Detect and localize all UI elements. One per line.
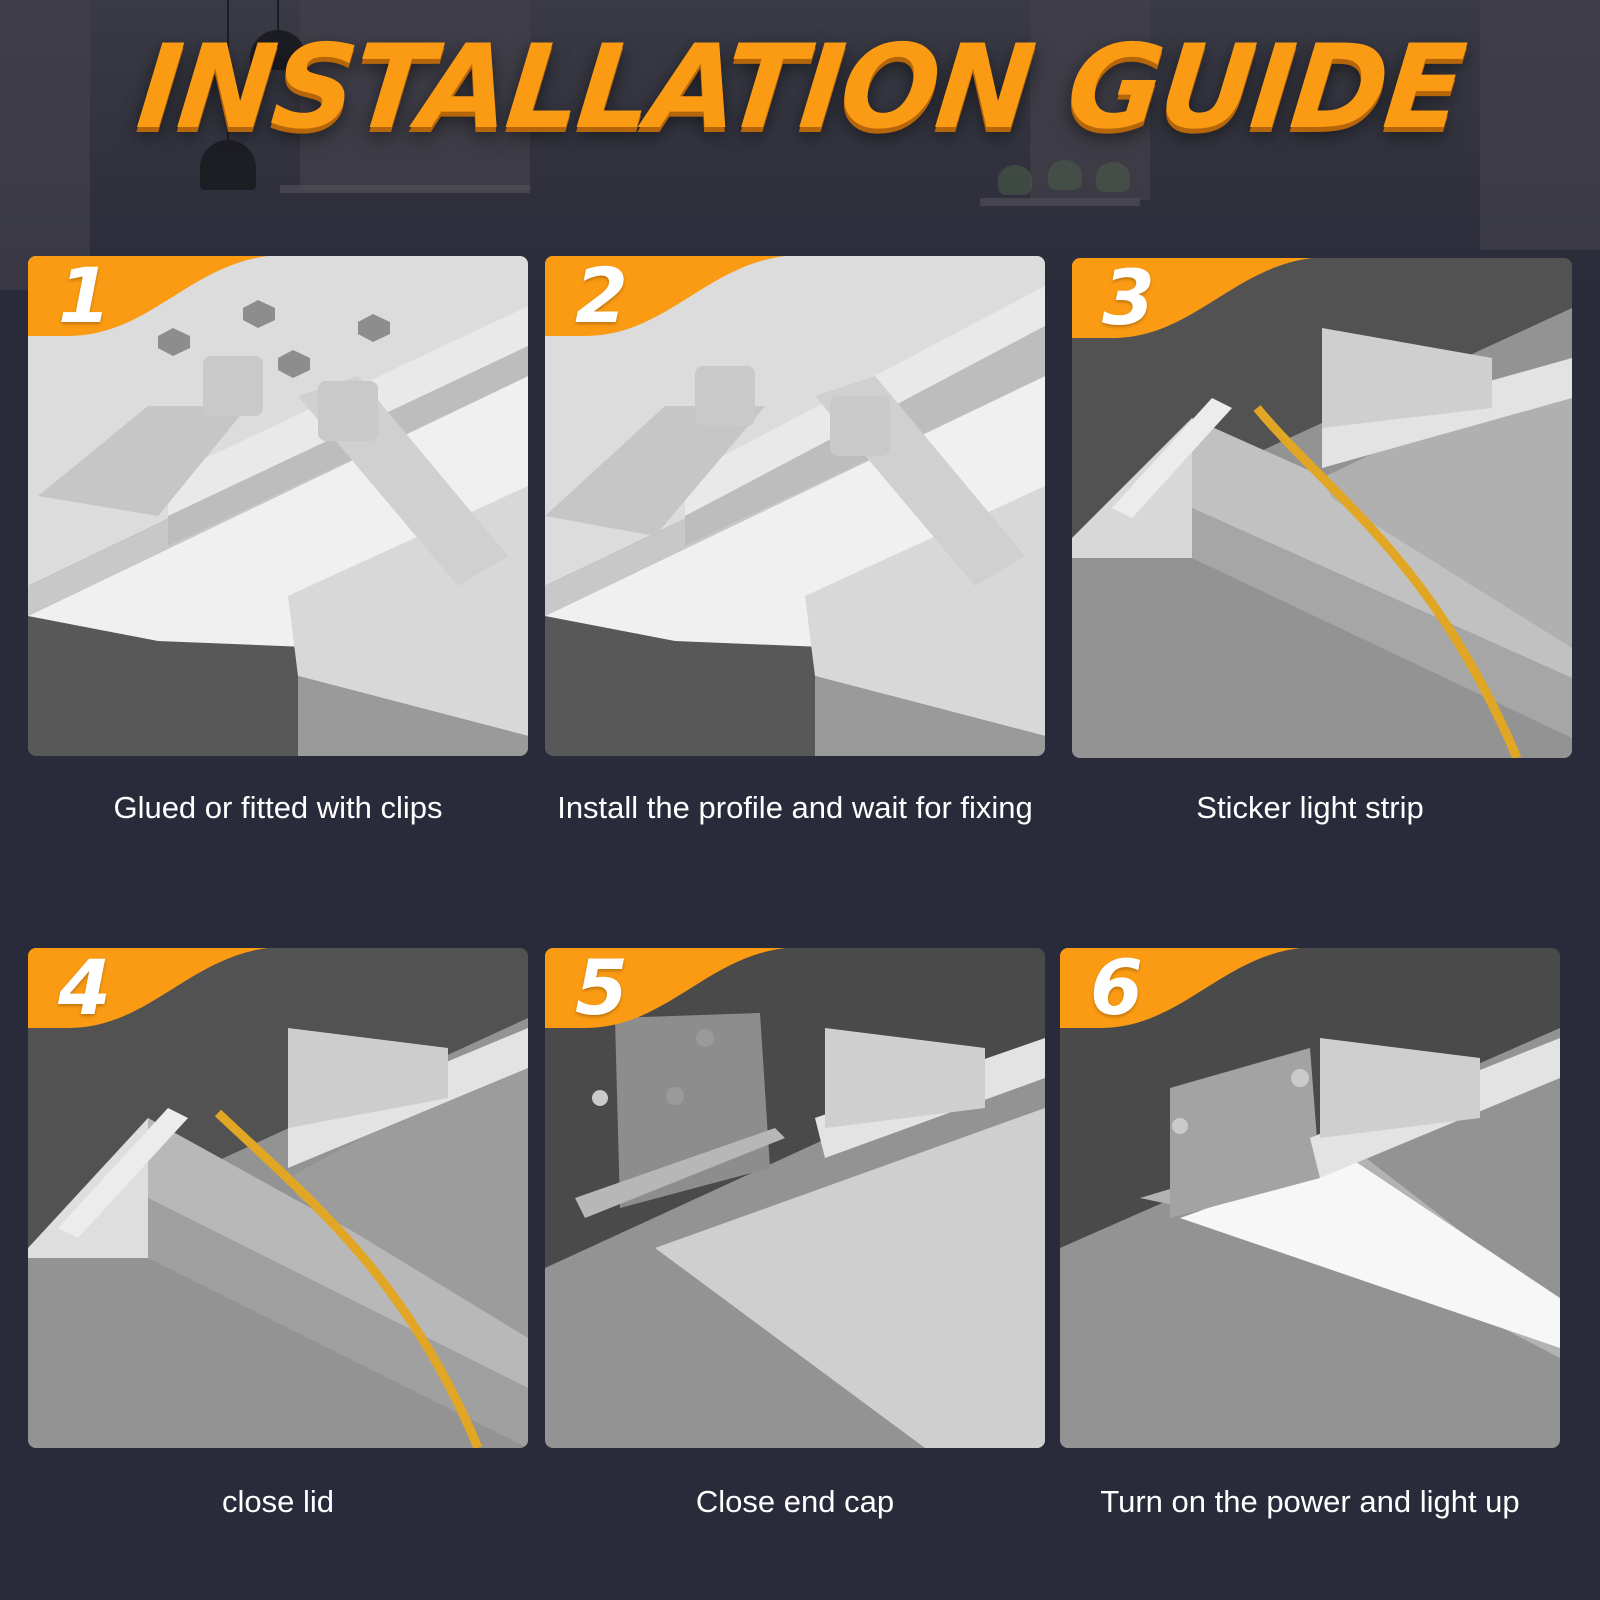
- step-4-caption: close lid: [222, 1484, 334, 1519]
- step-2-number-badge: 2: [575, 256, 628, 340]
- step-1-caption: Glued or fitted with clips: [113, 790, 443, 825]
- step-3-illustration: 3: [1072, 258, 1572, 758]
- step-4-illustration: 4: [28, 948, 528, 1448]
- step-4-number-badge: 4: [58, 948, 111, 1032]
- background-kitchen-scene: [0, 0, 1600, 290]
- step-3-number-badge: 3: [1102, 258, 1155, 342]
- page-title: INSTALLATION GUIDE: [131, 20, 1469, 155]
- step-5-caption: Close end cap: [695, 1484, 895, 1519]
- step-6-caption: Turn on the power and light up: [1100, 1484, 1520, 1519]
- step-5-number-badge: 5: [575, 948, 628, 1032]
- step-2-illustration: 2: [545, 256, 1045, 756]
- step-6-number-badge: 6: [1090, 948, 1143, 1032]
- step-3-caption: Sticker light strip: [1196, 790, 1424, 825]
- step-5-illustration: 5: [545, 948, 1045, 1448]
- step-1-number-badge: 1: [58, 256, 111, 340]
- step-6-illustration: 6: [1060, 948, 1560, 1448]
- step-2-caption: Install the profile and wait for fixing: [557, 790, 1033, 825]
- step-1-illustration: 1: [28, 256, 528, 756]
